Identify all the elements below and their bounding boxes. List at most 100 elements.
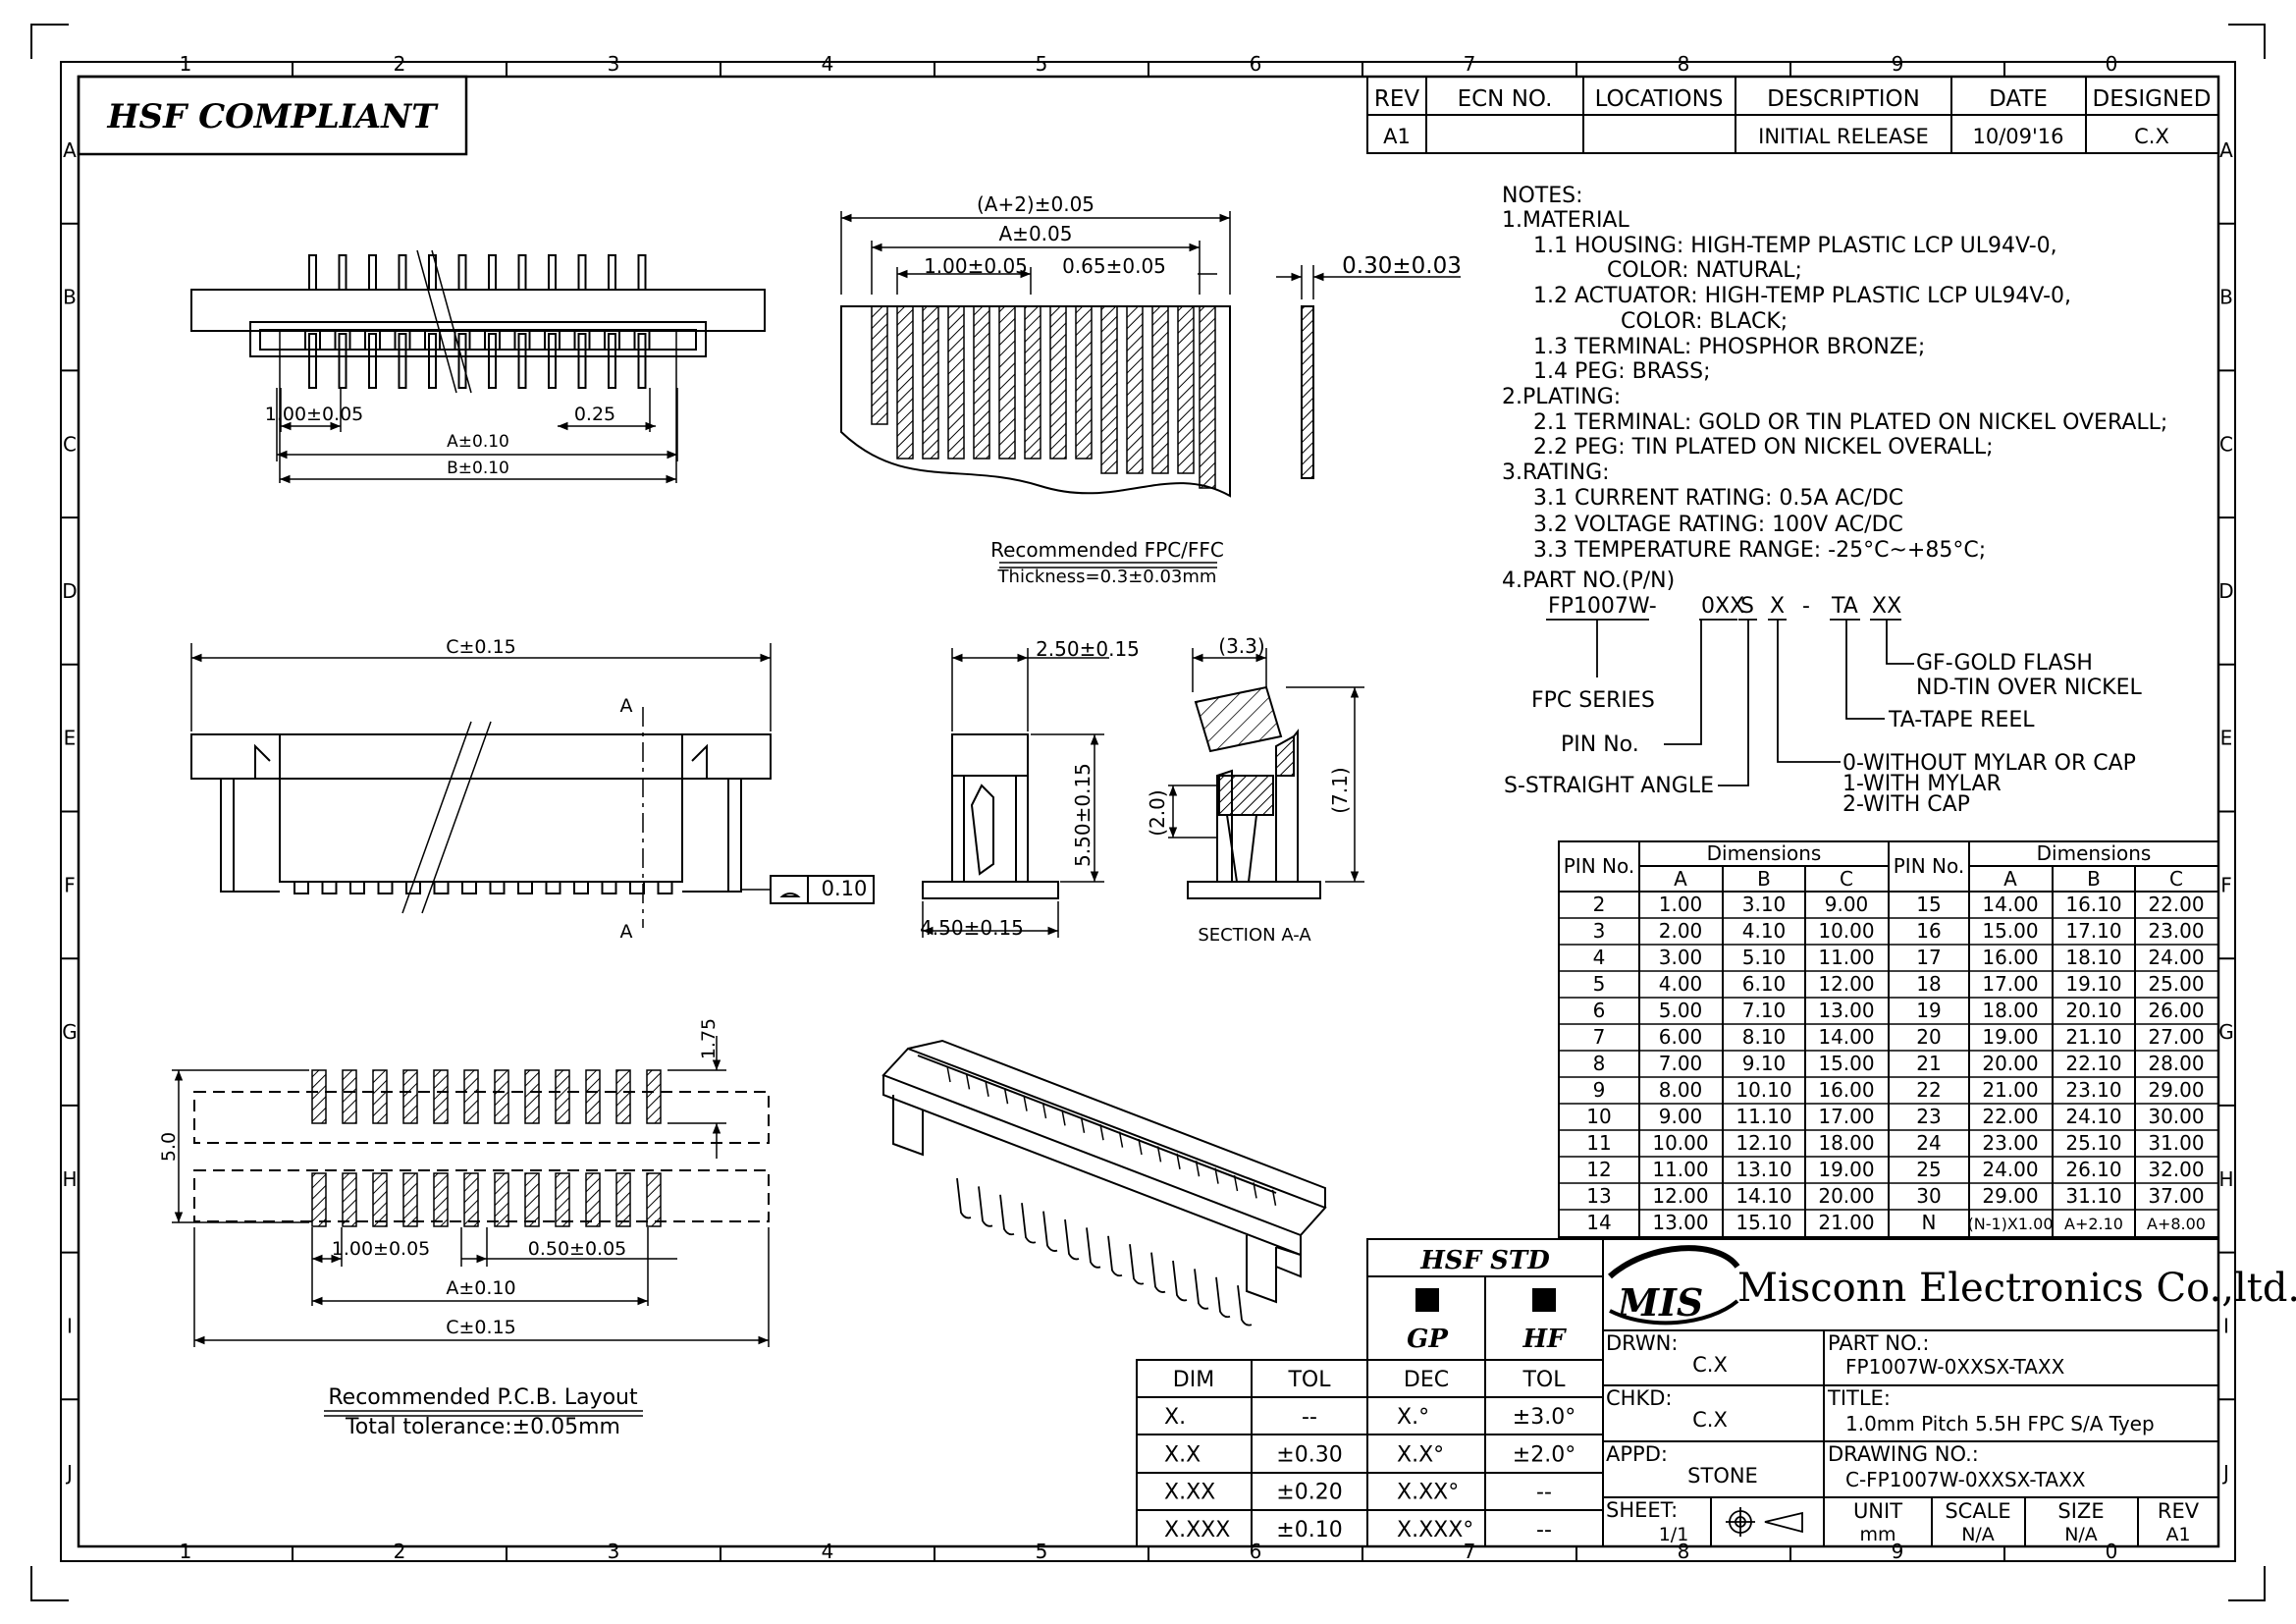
sheet-value: 1/1 <box>1659 1524 1689 1545</box>
section-view <box>1168 648 1364 899</box>
top-pin <box>488 333 497 389</box>
top-pin <box>368 333 377 389</box>
top-pin-contact <box>573 329 591 351</box>
fpc-title: Recommended FPC/FFC <box>990 538 1224 562</box>
scale-label: SCALE <box>1945 1499 2010 1523</box>
dim-sub-a-left: A <box>1674 867 1687 891</box>
top-pin <box>457 333 467 389</box>
pcb-pad <box>524 1172 540 1227</box>
dim-cell: 7.00 <box>1659 1052 1703 1075</box>
top-pin-contact <box>304 329 321 351</box>
notes-title: NOTES: <box>1502 184 1583 208</box>
pcb-pad <box>463 1172 479 1227</box>
rev-label: REV <box>2158 1499 2200 1523</box>
dim-cell: 10 <box>1586 1105 1611 1128</box>
notes-housing-color: COLOR: NATURAL; <box>1607 258 1802 283</box>
iso-slot <box>1214 1167 1219 1184</box>
dim-cell: 12.00 <box>1818 972 1874 996</box>
pcb-pad <box>585 1069 601 1124</box>
dim-sub-c-left: C <box>1840 867 1853 891</box>
fpc-strip <box>1177 305 1195 474</box>
section-marker-top: A <box>620 695 633 717</box>
iso-slot <box>1138 1138 1143 1156</box>
dim-cell: 17.00 <box>1982 972 2038 996</box>
iso-slot <box>1253 1182 1257 1199</box>
drawing-no-label: DRAWING NO.: <box>1828 1442 1979 1466</box>
top-pin-contact <box>484 329 501 351</box>
front-pin <box>489 881 506 894</box>
dim-header-left: Dimensions <box>1707 841 1822 865</box>
pn-pins: 0XX <box>1701 594 1744 619</box>
dim-cell: 11.00 <box>1818 946 1874 969</box>
pcb-pad <box>311 1069 327 1124</box>
zone-col-bottom: 0 <box>2106 1540 2118 1563</box>
front-pin <box>657 881 673 894</box>
zone-row-right: B <box>2219 286 2233 309</box>
fpc-strip <box>1126 305 1144 474</box>
fpc-thickness-label: 0.30±0.03 <box>1342 253 1462 279</box>
unit-value: mm <box>1859 1524 1896 1545</box>
dim-cell: A+2.10 <box>2064 1215 2123 1233</box>
zone-row-left: B <box>63 286 77 309</box>
pcb-a-label: A±0.10 <box>446 1277 515 1299</box>
iso-slot <box>1176 1153 1181 1169</box>
dim-cell: 11.00 <box>1652 1158 1708 1181</box>
iso-pin <box>1107 1235 1123 1277</box>
side-height-label: 5.50±0.15 <box>1071 763 1095 867</box>
zone-row-right: E <box>2220 727 2233 750</box>
drwn-label: DRWN: <box>1606 1331 1678 1355</box>
front-pin <box>377 881 394 894</box>
iso-slot <box>1080 1116 1086 1133</box>
notes-peg: 1.4 PEG: BRASS; <box>1533 359 1710 384</box>
top-pin <box>398 254 407 291</box>
dim-cell: 19.00 <box>1982 1025 2038 1049</box>
zone-row-right: F <box>2220 873 2232 896</box>
pcb-pad <box>615 1172 631 1227</box>
iso-slot <box>946 1065 951 1083</box>
dim-cell: 5 <box>1593 972 1606 996</box>
dim-cell: 16.10 <box>2065 893 2121 916</box>
pn-prefix: FP1007W- <box>1548 594 1657 619</box>
top-pin <box>517 333 527 389</box>
hsf-std-hf: HF <box>1522 1325 1567 1354</box>
dim-cell: 23.10 <box>2065 1078 2121 1102</box>
fpc-a2-label: (A+2)±0.05 <box>977 192 1095 216</box>
notes-actuator: 1.2 ACTUATOR: HIGH-TEMP PLASTIC LCP UL94… <box>1533 284 2071 308</box>
hsf-std-title: HSF STD <box>1419 1246 1550 1275</box>
front-c-label: C±0.15 <box>446 636 516 658</box>
dim-cell: 22.10 <box>2065 1052 2121 1075</box>
dim-sub-a-right: A <box>2003 867 2017 891</box>
dim-cell: 12.10 <box>1735 1131 1791 1155</box>
zone-row-left: E <box>64 727 77 750</box>
iso-pin <box>956 1177 972 1219</box>
hsf-std-cell: X. <box>1164 1405 1186 1430</box>
zone-row-left: A <box>63 138 77 162</box>
dim-cell: 29.00 <box>2148 1078 2204 1102</box>
iso-slot <box>1271 1189 1277 1206</box>
dim-cell: 15.10 <box>1735 1211 1791 1234</box>
fpc-strip <box>922 305 939 460</box>
top-a-label: A±0.10 <box>447 432 509 452</box>
top-pin-contact <box>424 329 441 351</box>
iso-slot <box>1233 1174 1239 1192</box>
pn-angle: S <box>1740 594 1754 619</box>
zone-col-top: 8 <box>1678 52 1690 76</box>
dim-cell: 20.10 <box>2065 999 2121 1022</box>
pcb-pad <box>646 1069 662 1124</box>
dim-cell: 13.00 <box>1652 1211 1708 1234</box>
zone-row-right: A <box>2219 138 2233 162</box>
dim-cell: 20.00 <box>1982 1052 2038 1075</box>
dim-cell: 21.00 <box>1818 1211 1874 1234</box>
chkd-label: CHKD: <box>1606 1386 1672 1410</box>
part-no-value: FP1007W-0XXSX-TAXX <box>1845 1355 2065 1379</box>
rev-header-designed: DESIGNED <box>2093 86 2212 112</box>
notes-rating: 3.RATING: <box>1502 460 1610 485</box>
dim-cell: N <box>1922 1211 1937 1234</box>
dim-cell: 10.00 <box>1818 919 1874 943</box>
top-pin <box>608 254 616 291</box>
zone-col-top: 9 <box>1892 52 1904 76</box>
fpc-strip <box>1100 305 1118 474</box>
dim-cell: 29.00 <box>1982 1184 2038 1208</box>
hsf-std-header-tol: TOL <box>1287 1368 1331 1392</box>
top-view <box>190 249 766 484</box>
